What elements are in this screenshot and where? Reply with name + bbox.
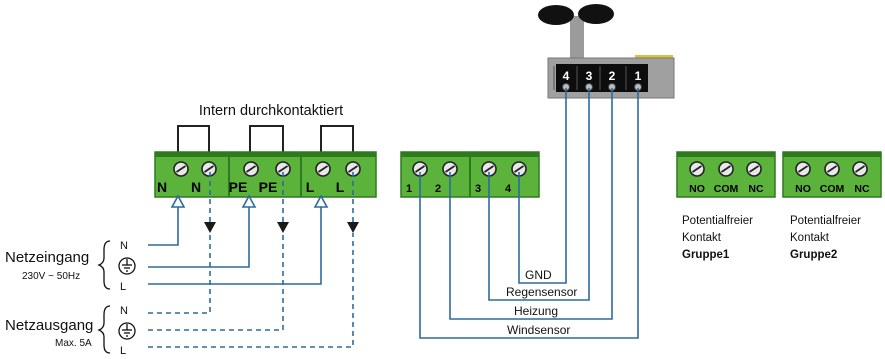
relay2-line1: Potentialfreier [790, 215, 861, 227]
relay1-line2: Kontakt [682, 232, 722, 244]
mains-input-l: L [120, 281, 126, 293]
mains-input-group: Netzeingang 230V ~ 50Hz N L [5, 240, 136, 293]
sensor-cup-right [578, 4, 614, 24]
sensor-terminal-label: 1 [406, 183, 412, 195]
relay-terminal-block-1: NO COM NC [676, 151, 776, 198]
power-terminal-label: N [157, 179, 167, 195]
power-terminal-label: L [306, 179, 315, 195]
relay-terminal-label: NO [795, 183, 811, 195]
ground-icon [118, 322, 136, 340]
relay1-group: Gruppe1 [682, 249, 730, 261]
sensor-terminal-label: 2 [435, 183, 441, 195]
screw-icon [689, 161, 705, 177]
output-arrows [204, 222, 359, 233]
bridge-brackets [177, 125, 354, 152]
mains-input-wires [148, 207, 322, 285]
screw-icon [173, 161, 189, 177]
head-terminal-label: 3 [586, 69, 593, 83]
sensor-head: 4 3 2 1 [538, 4, 675, 99]
head-terminal-label: 4 [563, 69, 570, 83]
bridge-label: Intern durchkontaktiert [199, 103, 343, 119]
relay-terminal-label: NC [854, 183, 870, 195]
sensor-terminal-label: 4 [505, 183, 512, 195]
screw-icon [243, 161, 259, 177]
sensor-terminal-block: 1 2 3 4 [400, 151, 540, 198]
screw-icon [718, 161, 734, 177]
sensor-terminal-block [556, 64, 648, 92]
wire-label-heat: Heizung [514, 304, 558, 318]
wire-label-rain: Regensensor [506, 285, 577, 299]
power-terminal-label: N [191, 179, 201, 195]
mains-output-brace [97, 305, 111, 354]
mains-output-group: Netzausgang Max. 5A N L [5, 305, 136, 357]
power-terminal-block: N N PE PE L L [154, 151, 377, 198]
relay-caption-2: Potentialfreier Kontakt Gruppe2 [790, 215, 861, 261]
mains-output-l: L [120, 345, 126, 357]
power-terminal-label: PE [259, 179, 278, 195]
screw-icon [201, 161, 217, 177]
power-block-top-strip [155, 152, 376, 157]
mains-input-brace [97, 240, 111, 290]
relay-block-top-strip [677, 152, 775, 157]
input-arrows [170, 194, 329, 208]
wire-label-gnd: GND [525, 268, 552, 282]
screw-icon [795, 161, 811, 177]
power-terminal-label: PE [229, 179, 248, 195]
relay-terminal-label: COM [714, 183, 739, 195]
mains-output-n: N [120, 305, 128, 317]
head-terminal-label: 1 [635, 69, 642, 83]
relay-terminal-label: COM [820, 183, 845, 195]
wire-labels: GND Regensensor Heizung Windsensor [506, 268, 577, 337]
ground-icon [118, 257, 136, 275]
screw-icon [824, 161, 840, 177]
relay1-line1: Potentialfreier [682, 215, 753, 227]
screw-icon [746, 161, 762, 177]
mains-input-n: N [120, 240, 128, 252]
head-terminal-label: 2 [609, 69, 616, 83]
mains-input-title: Netzeingang [5, 249, 89, 266]
relay2-group: Gruppe2 [790, 249, 837, 261]
relay-caption-1: Potentialfreier Kontakt Gruppe1 [682, 215, 753, 261]
mains-output-spec: Max. 5A [55, 338, 92, 349]
relay-block-top-strip [783, 152, 881, 157]
relay-terminal-label: NC [748, 183, 764, 195]
relay-terminal-label: NO [689, 183, 705, 195]
relay2-line2: Kontakt [790, 232, 830, 244]
mains-output-title: Netzausgang [5, 317, 93, 334]
sensor-mast [570, 16, 584, 62]
relay-terminal-block-2: NO COM NC [782, 151, 882, 198]
mains-input-spec: 230V ~ 50Hz [22, 271, 80, 282]
wire-label-wind: Windsensor [507, 323, 570, 337]
sensor-terminal-label: 3 [475, 183, 481, 195]
mains-output-wires [148, 172, 354, 348]
screw-icon [852, 161, 868, 177]
sensor-cup-left [538, 5, 574, 25]
screw-icon [315, 161, 331, 177]
sensor-wires [419, 88, 639, 339]
power-terminal-label: L [336, 179, 345, 195]
